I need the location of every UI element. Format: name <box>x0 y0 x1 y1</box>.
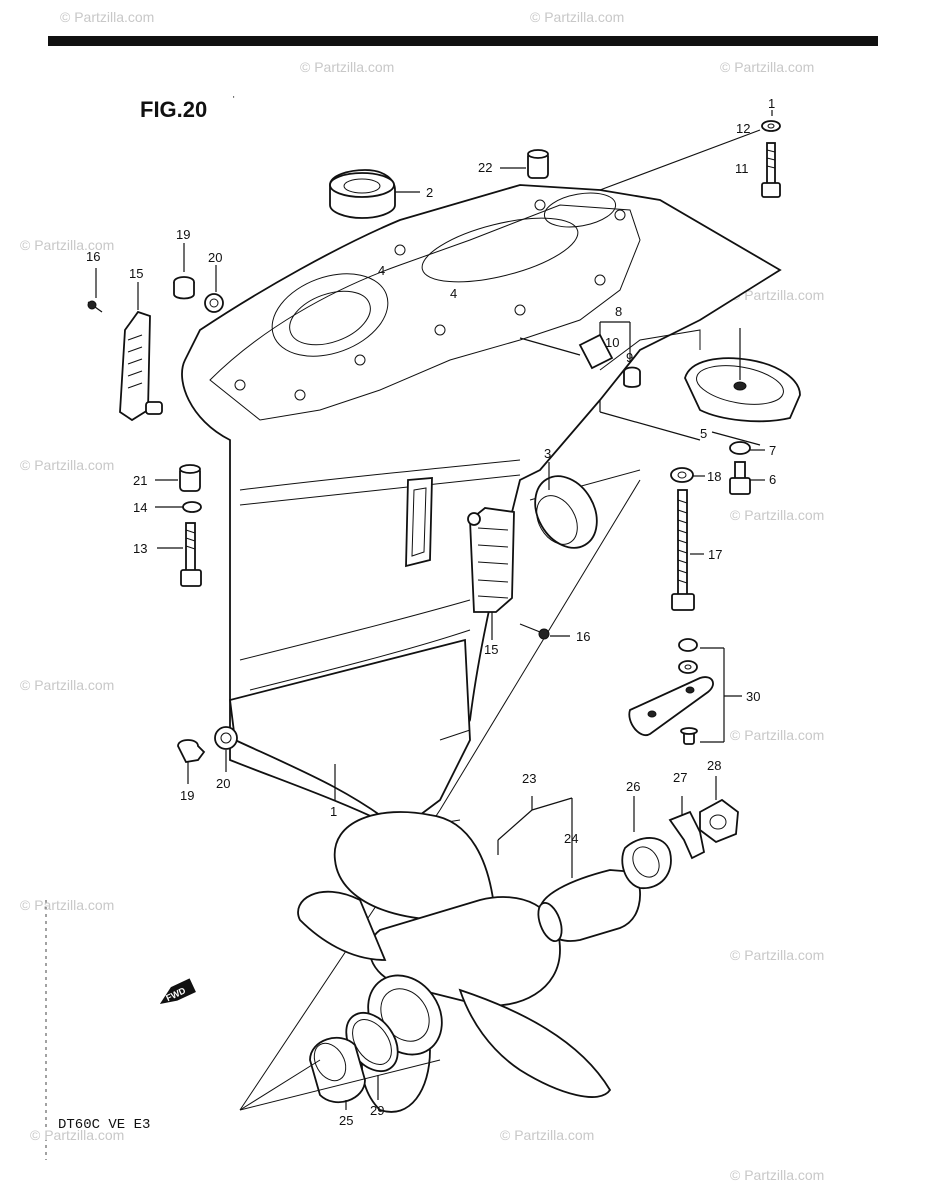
part-22-dowel-pin <box>500 149 549 179</box>
callout-c3: 3 <box>544 446 551 461</box>
watermark-text: © Partzilla.com <box>730 1167 824 1183</box>
watermark-text: © Partzilla.com <box>730 947 824 963</box>
watermark-text: © Partzilla.com <box>730 727 824 743</box>
watermark-text: © Partzilla.com <box>730 287 824 303</box>
callout-c30: 30 <box>746 689 760 704</box>
watermark-text: © Partzilla.com <box>20 457 114 473</box>
watermark-text: © Partzilla.com <box>530 9 624 25</box>
callout-c7: 7 <box>769 443 776 458</box>
model-code-footer: DT60C VE E3 <box>58 1117 150 1133</box>
callout-c6: 6 <box>769 472 776 487</box>
callout-c21: 21 <box>133 473 147 488</box>
callout-c26: 26 <box>626 779 640 794</box>
part-2-bearing <box>329 169 420 219</box>
callout-c16-mid: 16 <box>576 629 590 644</box>
callout-c2: 2 <box>426 185 433 200</box>
callout-c24: 24 <box>564 831 578 846</box>
callout-c10: 10 <box>605 335 619 350</box>
watermark-text: © Partzilla.com <box>20 677 114 693</box>
watermark-text: © Partzilla.com <box>720 59 814 75</box>
callout-c9: 9 <box>626 350 633 365</box>
part-15-16-mid-anode <box>467 507 570 640</box>
callout-c12: 12 <box>736 121 750 136</box>
figure-title: FIG.20 <box>140 97 207 122</box>
top-border-bar <box>48 36 878 46</box>
watermark-text: © Partzilla.com <box>730 507 824 523</box>
callout-c5: 5 <box>700 426 707 441</box>
callout-c4a: 4 <box>378 263 385 278</box>
callout-c11: 11 <box>735 161 749 176</box>
callout-c28: 28 <box>707 758 721 773</box>
propeller <box>239 811 612 1113</box>
title-mark: ˙ <box>232 94 236 109</box>
callout-c23: 23 <box>522 771 536 786</box>
callout-c25: 25 <box>339 1113 353 1128</box>
part-15-16-top-anode <box>87 268 163 422</box>
callout-c20-bot: 20 <box>216 776 230 791</box>
callout-c22: 22 <box>478 160 492 175</box>
part-7-6-18-17-bolts <box>670 441 765 611</box>
callout-labels: 1 12 11 22 2 19 20 16 15 4 4 8 10 9 5 7 … <box>86 96 776 1128</box>
part-21-14-13-bolts <box>155 464 202 587</box>
fwd-arrow-icon: FWD <box>159 978 196 1005</box>
callout-c15-top: 15 <box>129 266 143 281</box>
watermark-text: © Partzilla.com <box>500 1127 594 1143</box>
part-5-trim-tab <box>599 328 801 446</box>
callout-c29: 29 <box>370 1103 384 1118</box>
part-19-20-bottom-plug <box>177 726 336 800</box>
callout-c20-top: 20 <box>208 250 222 265</box>
callout-c13: 13 <box>133 541 147 556</box>
callout-c8: 8 <box>615 304 622 319</box>
callout-c15-mid: 15 <box>484 642 498 657</box>
part-8-9-10-clip <box>519 321 641 388</box>
callout-c4b: 4 <box>450 286 457 301</box>
callout-c17: 17 <box>708 547 722 562</box>
callout-c16-top: 16 <box>86 249 100 264</box>
part-11-bolt <box>599 110 781 198</box>
callout-c1-bot: 1 <box>330 804 337 819</box>
part-19-20-top-plug <box>173 243 224 313</box>
watermark-text: © Partzilla.com <box>60 9 154 25</box>
callout-c18: 18 <box>707 469 721 484</box>
watermark-text: © Partzilla.com <box>20 897 114 913</box>
watermark-text: © Partzilla.com <box>20 237 114 253</box>
callout-c19-bot: 19 <box>180 788 194 803</box>
part-30-trim-kit <box>628 638 742 745</box>
prop-shaft-hardware <box>497 776 739 943</box>
callout-c14: 14 <box>133 500 147 515</box>
callout-c27: 27 <box>673 770 687 785</box>
callout-c19-top: 19 <box>176 227 190 242</box>
watermark-text: © Partzilla.com <box>300 59 394 75</box>
watermark-text: © Partzilla.com <box>30 1127 124 1143</box>
part-3-bearing <box>534 462 598 549</box>
callout-c1-top: 1 <box>768 96 775 111</box>
